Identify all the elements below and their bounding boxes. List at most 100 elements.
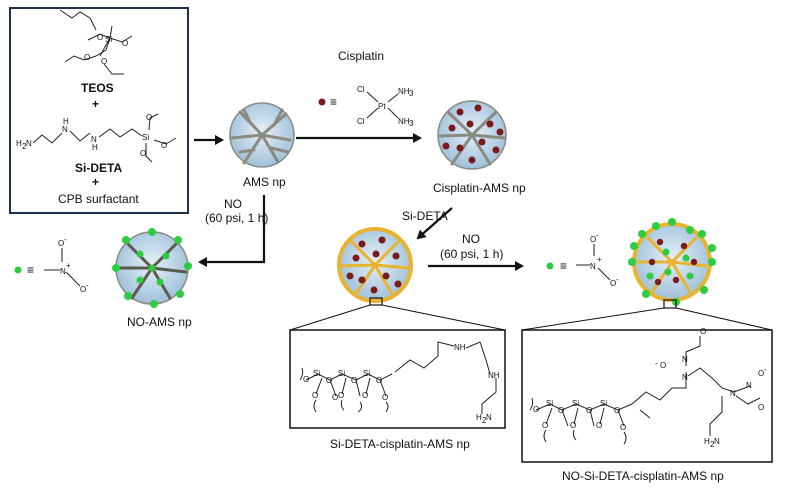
svg-text:H: H [476, 413, 482, 422]
svg-text:O: O [700, 327, 706, 336]
ams-np-label: AMS np [243, 175, 286, 189]
svg-text:-: - [86, 281, 89, 290]
zoom-lines-left [289, 304, 506, 331]
teos-label: TEOS [81, 81, 114, 95]
svg-text:3: 3 [409, 89, 414, 98]
inset-si-deta-structure: O Si O Si O Si O O O O O O NH NH H 2 N [299, 341, 500, 425]
svg-text:N: N [730, 389, 736, 398]
svg-text:O: O [351, 376, 357, 385]
svg-text:O: O [758, 403, 764, 412]
no-legend-left: ≡ N + O - O - [14, 235, 89, 294]
no-ams-nanoparticle [112, 228, 192, 308]
svg-text:N: N [590, 262, 596, 271]
svg-text:O: O [303, 375, 309, 384]
svg-text:H: H [63, 117, 69, 126]
no-step-1-line1: NO [224, 197, 242, 211]
svg-text:N: N [486, 413, 492, 422]
svg-text:+: + [597, 255, 602, 264]
svg-text:N: N [714, 437, 720, 446]
svg-text:O: O [80, 285, 86, 294]
svg-text:O: O [84, 53, 90, 62]
svg-text:O: O [382, 393, 388, 402]
svg-text:O: O [586, 406, 592, 415]
svg-text:Cl: Cl [357, 85, 365, 94]
svg-text:O: O [610, 279, 616, 288]
svg-text:O: O [596, 421, 602, 430]
svg-text:Si: Si [572, 399, 579, 408]
cisplatin-structure: Cl Cl Pt NH 3 NH 3 [357, 85, 414, 128]
inset-no-box [521, 329, 773, 463]
svg-text:Si: Si [142, 133, 149, 142]
si-deta-step-label: Si-DETA [402, 209, 448, 223]
svg-text:O: O [758, 369, 764, 378]
cisplatin-ams-label: Cisplatin-AMS np [433, 181, 526, 195]
arrow-cisplatin-to-sideta [416, 207, 453, 240]
svg-text:O: O [58, 239, 64, 248]
svg-text:O: O [614, 406, 620, 415]
plus-sign-1: + [92, 97, 99, 111]
inset-no-label: NO-Si-DETA-cisplatin-AMS np [562, 469, 724, 483]
svg-text:Si: Si [313, 369, 320, 378]
svg-text:O: O [122, 39, 128, 48]
no-si-deta-cisplatin-nanoparticle [628, 218, 716, 309]
svg-text:O: O [590, 235, 596, 244]
svg-text:O: O [161, 141, 167, 150]
svg-text:N: N [60, 267, 66, 276]
svg-text:O: O [140, 149, 146, 158]
svg-text:O: O [558, 406, 564, 415]
svg-text:O: O [326, 376, 332, 385]
svg-text:3: 3 [409, 119, 414, 128]
cisplatin-dot [318, 98, 326, 106]
svg-text:O: O [570, 421, 576, 430]
svg-text:Si: Si [105, 35, 112, 44]
svg-text:-: - [764, 365, 767, 374]
svg-text:NH: NH [454, 343, 466, 352]
no-ams-label: NO-AMS np [127, 315, 192, 329]
no-step-2-line1: NO [462, 232, 480, 246]
inset-no-structure: O Si O Si O Si O O O O O N N O O - N N O… [529, 327, 767, 449]
svg-text:O: O [660, 361, 666, 370]
svg-text:2: 2 [482, 416, 487, 425]
cisplatin-ams-nanoparticle [437, 100, 507, 170]
svg-text:H: H [92, 143, 98, 152]
inset-si-deta-label: Si-DETA-cisplatin-AMS np [330, 437, 470, 451]
svg-text:O: O [542, 421, 548, 430]
synthesis-box [9, 7, 189, 214]
svg-text:N: N [682, 355, 688, 364]
surfactant-label: CPB surfactant [58, 192, 139, 206]
svg-text:N: N [682, 373, 688, 382]
plus-sign-2: + [92, 175, 99, 189]
svg-text:-: - [64, 235, 67, 244]
svg-text:O: O [620, 423, 626, 432]
svg-text:N: N [746, 381, 752, 390]
svg-text:NH: NH [488, 371, 500, 380]
svg-text:O: O [332, 393, 338, 402]
svg-text:Pt: Pt [378, 102, 386, 111]
no-step-1-line2: (60 psi, 1 h) [205, 211, 268, 225]
svg-text:Si: Si [546, 399, 553, 408]
arrow-ams-to-no-ams [198, 195, 266, 267]
svg-text:O: O [362, 391, 368, 400]
svg-text:-: - [655, 359, 658, 368]
svg-text:≡: ≡ [560, 259, 567, 273]
teos-structure: O Si O O O [59, 9, 133, 75]
svg-text:Si: Si [600, 399, 607, 408]
svg-text:Cl: Cl [357, 117, 365, 126]
svg-text:Si: Si [363, 369, 370, 378]
svg-text:O: O [101, 57, 107, 66]
no-step-2-line2: (60 psi, 1 h) [440, 247, 503, 261]
svg-text:NH: NH [398, 87, 410, 96]
svg-text:N: N [26, 139, 32, 148]
svg-text:2: 2 [710, 440, 715, 449]
svg-text:NH: NH [398, 117, 410, 126]
svg-text:Si: Si [338, 369, 345, 378]
svg-text:O: O [533, 405, 539, 414]
ams-nanoparticle [229, 102, 295, 168]
svg-text:-: - [596, 231, 599, 240]
svg-text:+: + [66, 261, 71, 270]
svg-text:-: - [616, 275, 619, 284]
inset-si-deta-box [289, 329, 506, 429]
svg-text:O: O [338, 391, 344, 400]
svg-text:O: O [376, 376, 382, 385]
